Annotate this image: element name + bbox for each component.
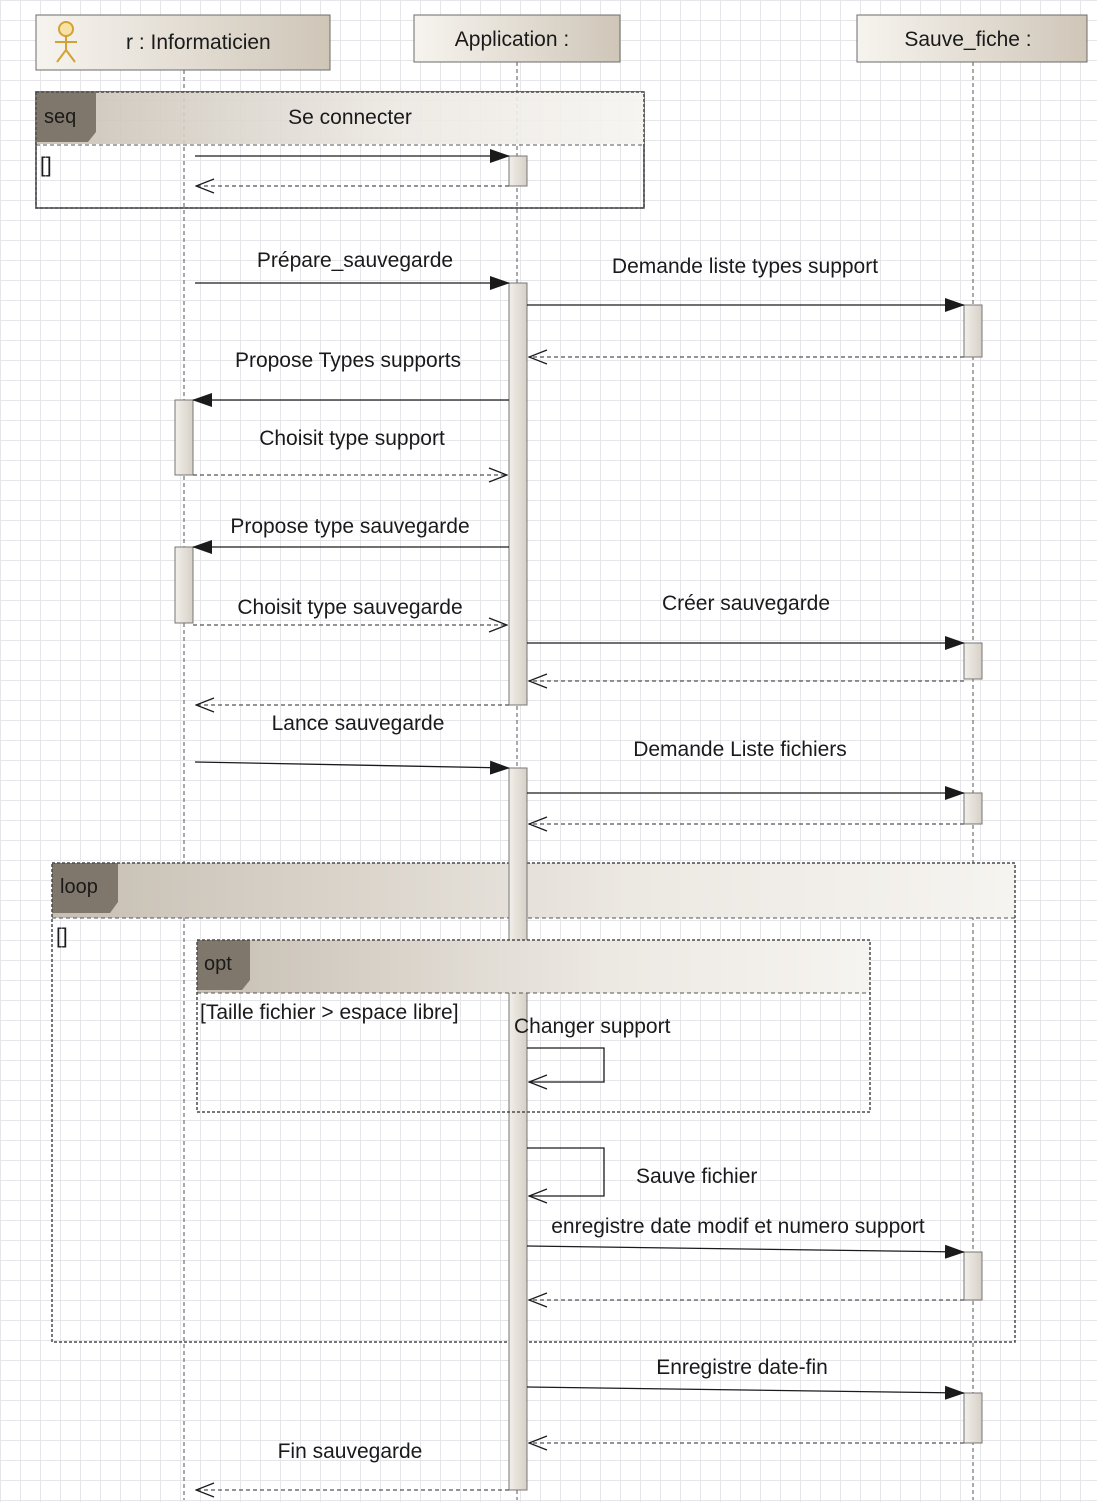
label-creer: Créer sauvegarde [662,592,830,615]
seq-title: Se connecter [288,106,412,129]
activation-sauve-1 [963,304,983,358]
activation-app-3 [508,767,528,1491]
seq-frame: seq Se connecter [] [35,91,645,209]
label-choisit-sauvegarde: Choisit type sauvegarde [237,596,462,619]
label-choisit-support: Choisit type support [259,427,445,450]
label-demande-types: Demande liste types support [612,255,878,278]
msg-sauve-fichier [527,1147,605,1196]
activation-sauve-3 [963,792,983,825]
label-sauve-fichier: Sauve fichier [636,1165,757,1188]
activation-sauve-5 [963,1392,983,1444]
activation-actor-1 [174,399,194,476]
actor-icon [55,21,77,63]
label-lance: Lance sauvegarde [272,712,445,735]
activation-app-2 [508,282,528,706]
actor-head[interactable]: r : Informaticien [35,14,331,71]
seq-guard: [] [40,154,52,177]
sauve-fiche-name: Sauve_fiche : [904,28,1031,51]
actor-name: r : Informaticien [126,31,271,54]
activation-actor-2 [174,546,194,624]
opt-tag: opt [204,953,232,975]
opt-guard: [Taille fichier > espace libre] [200,1001,459,1024]
activation-sauve-2 [963,642,983,680]
label-date-fin: Enregistre date-fin [656,1356,828,1379]
label-propose-types: Propose Types supports [235,349,461,372]
msg-lance [194,760,510,775]
activation-sauve-4 [963,1251,983,1301]
label-demande-fichiers: Demande Liste fichiers [633,738,847,761]
msg-enregistre [526,1244,965,1259]
label-propose-sauvegarde: Propose type sauvegarde [230,515,469,538]
loop-frame: loop [] [51,862,1016,1343]
loop-tag: loop [60,876,98,898]
label-changer: Changer support [514,1015,671,1038]
msg-date-fin [526,1385,965,1400]
label-prepare: Prépare_sauvegarde [257,249,453,272]
sauve-fiche-head[interactable]: Sauve_fiche : [856,14,1088,63]
activation-app-1 [508,155,528,187]
loop-guard: [] [56,925,68,948]
label-fin: Fin sauvegarde [278,1440,423,1463]
label-enregistre: enregistre date modif et numero support [551,1215,925,1238]
seq-tag: seq [44,106,76,128]
opt-frame: opt [Taille fichier > espace libre] [196,939,871,1113]
application-name: Application : [455,28,569,51]
msg-changer [527,1047,605,1082]
application-head[interactable]: Application : [413,14,621,63]
